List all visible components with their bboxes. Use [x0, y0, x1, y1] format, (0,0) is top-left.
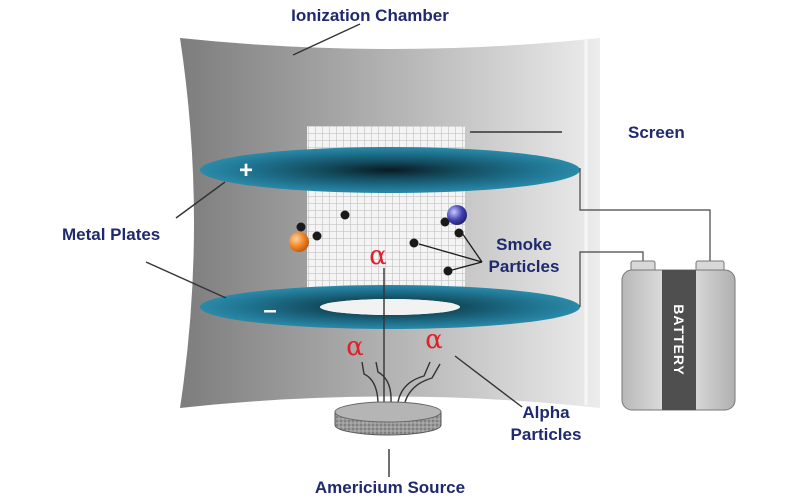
battery-wires	[579, 168, 711, 307]
alpha-symbol: α	[425, 325, 443, 355]
bottom-metal-plate	[200, 285, 580, 329]
alpha-particles-label: Particles	[511, 425, 582, 444]
screen-label: Screen	[628, 123, 685, 142]
battery-label: BATTERY	[671, 304, 687, 376]
top-metal-plate	[200, 147, 580, 193]
smoke-particle	[340, 210, 350, 220]
minus-sign: –	[263, 297, 276, 324]
smoke-particle	[454, 228, 464, 238]
positive-ion	[289, 232, 309, 252]
bottom-plate-opening	[320, 299, 460, 315]
smoke-particles-label: Smoke	[496, 235, 552, 254]
plus-sign: +	[239, 157, 253, 184]
metal-plates-label: Metal Plates	[62, 225, 160, 244]
smoke-particle	[409, 238, 419, 248]
smoke-particles-label: Particles	[489, 257, 560, 276]
alpha-symbol: α	[346, 332, 364, 362]
ionization-chamber-label: Ionization Chamber	[291, 6, 449, 25]
americium-source-disc	[334, 401, 442, 436]
label-leaders	[145, 23, 562, 477]
smoke-particle	[312, 231, 322, 241]
alpha-particles-label: Alpha	[522, 403, 570, 422]
negative-ion	[447, 205, 467, 225]
smoke-particle	[443, 266, 453, 276]
smoke-particle	[440, 217, 450, 227]
alpha-symbol: α	[369, 241, 387, 271]
smoke-particles-leaders	[418, 232, 483, 271]
smoke-particle	[296, 222, 306, 232]
battery: BATTERY	[621, 260, 736, 411]
americium-source-label: Americium Source	[315, 478, 465, 497]
alpha-trails	[361, 268, 441, 403]
